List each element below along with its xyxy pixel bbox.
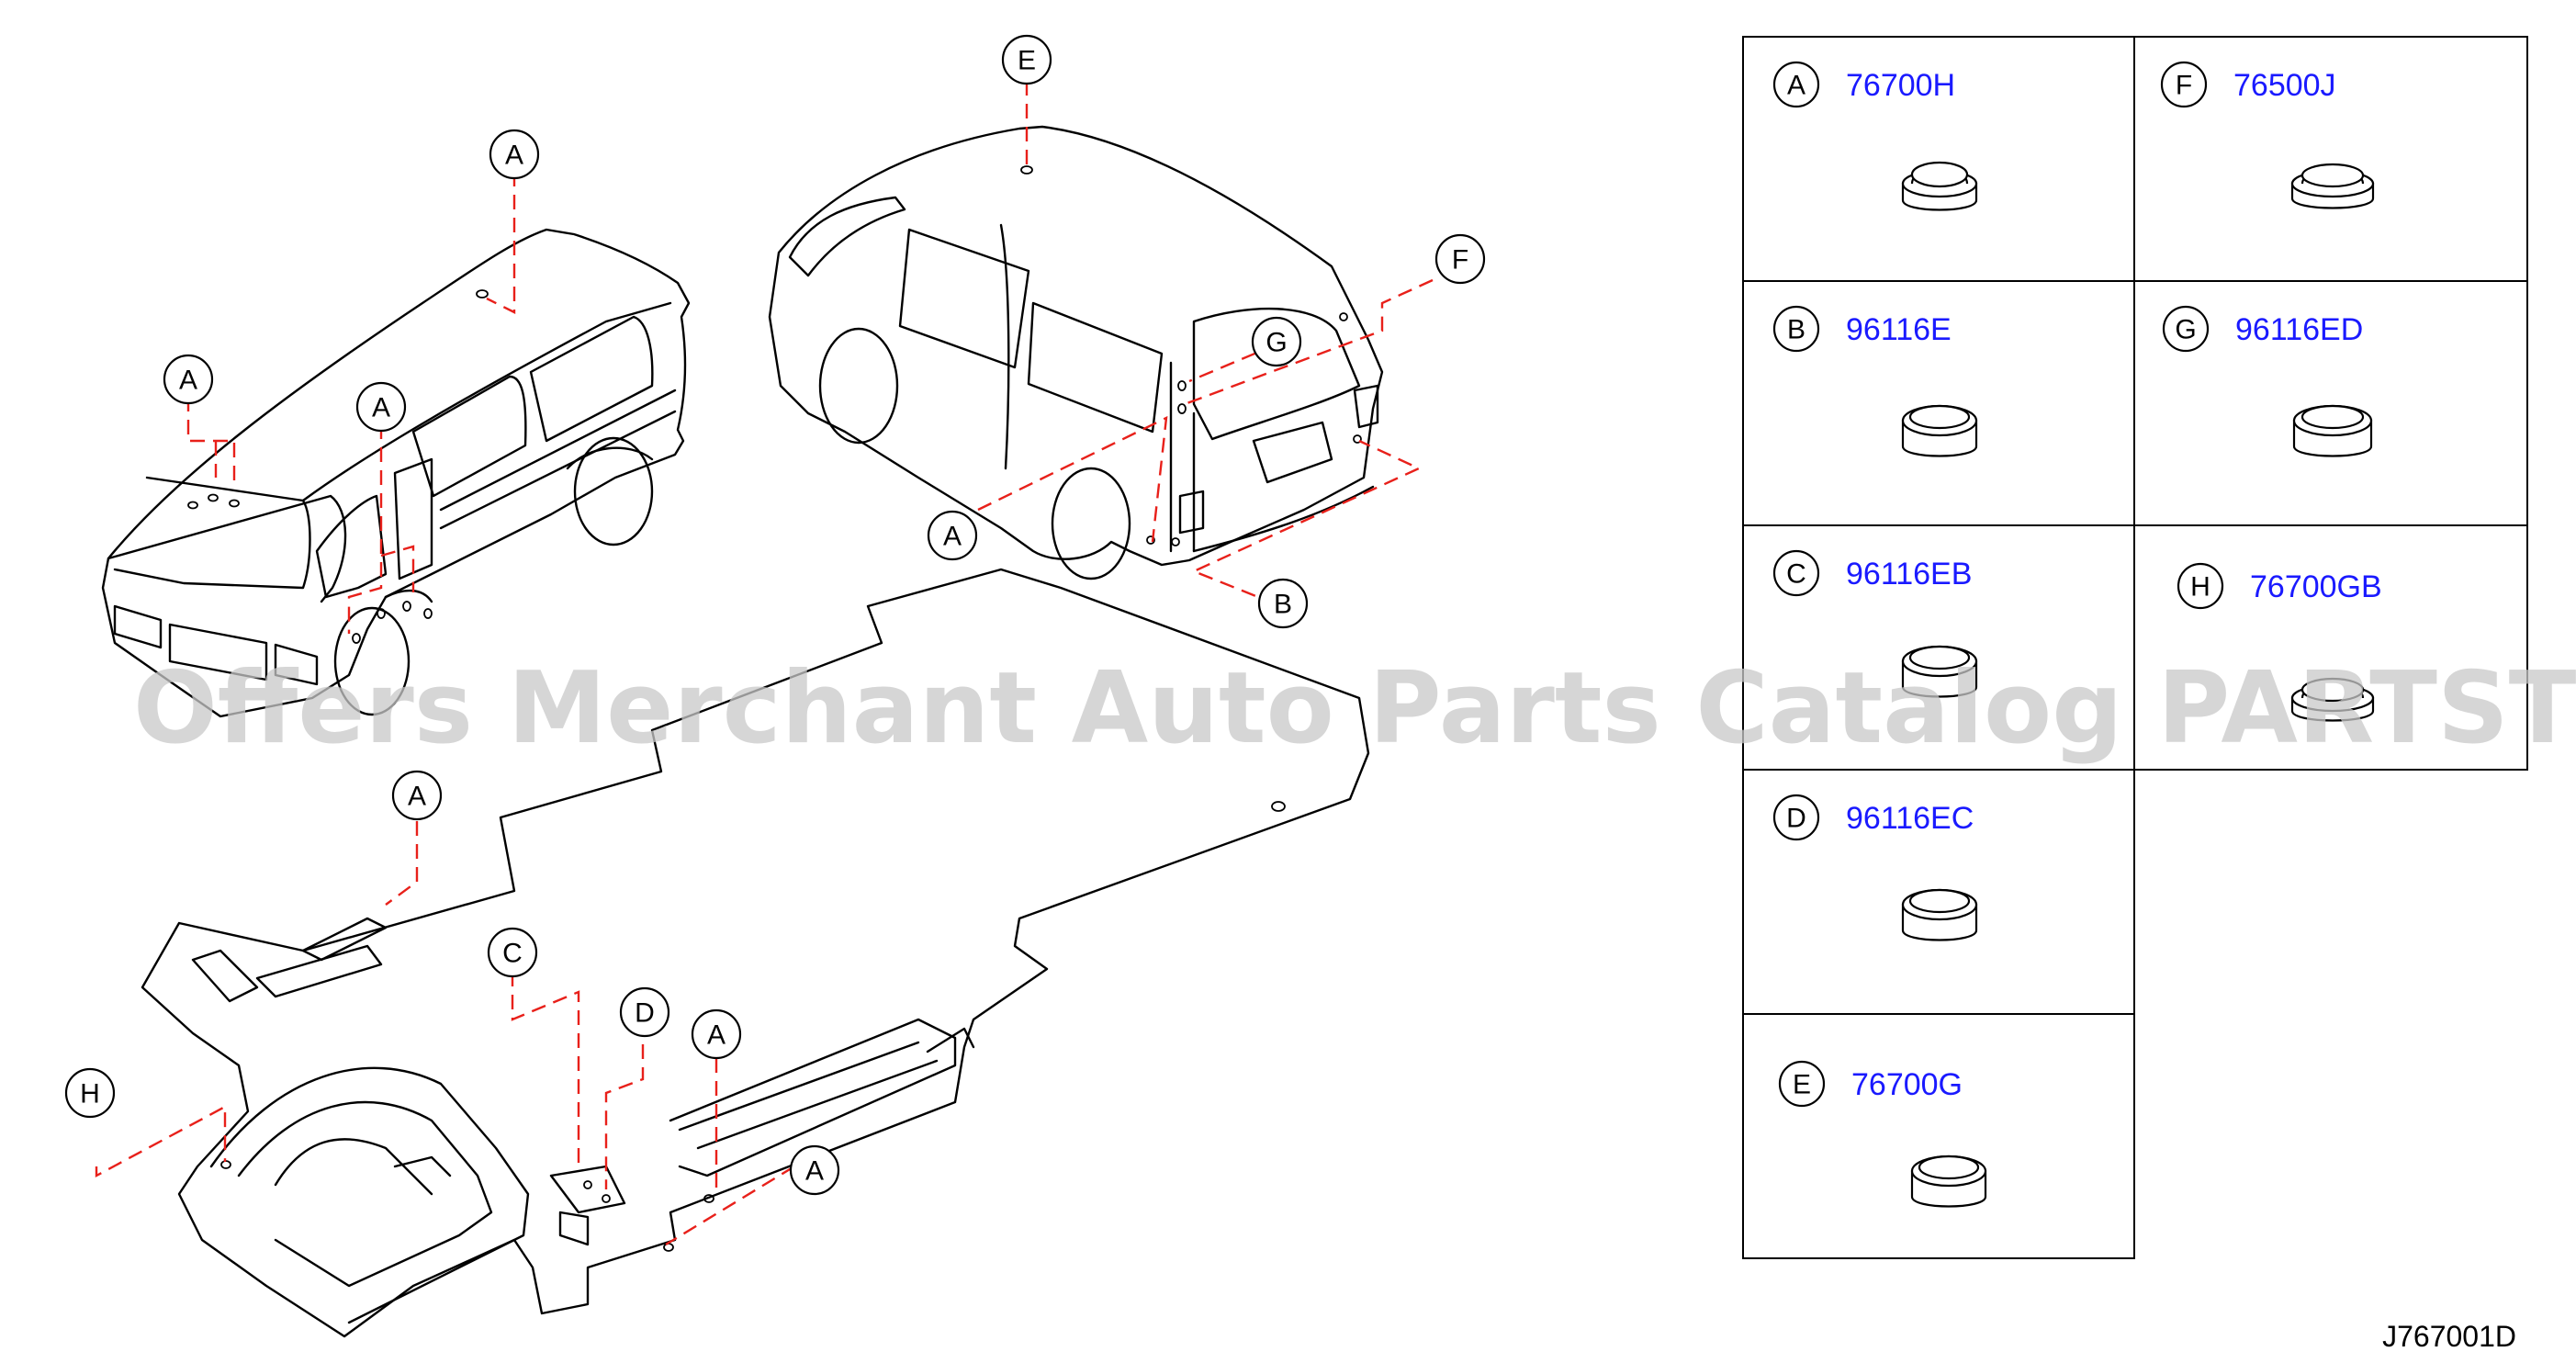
callout-a-floor-front: A	[391, 770, 443, 821]
callout-h: H	[64, 1067, 116, 1119]
part-letter-a: A	[1772, 61, 1820, 108]
plug-icon	[1901, 161, 1978, 211]
part-cell-d: D 96116EC	[1742, 769, 2135, 1015]
part-number-e: 76700G	[1851, 1067, 1963, 1102]
part-cell-a: A 76700H	[1742, 36, 2135, 282]
part-cell-f: F 76500J	[2133, 36, 2528, 282]
diagram-code: J767001D	[2382, 1320, 2516, 1353]
watermark-text: Offers Merchant Auto Parts Catalog PARTS…	[133, 651, 2576, 766]
parts-table: A 76700H F 76500J B 96116E G 9611	[1742, 36, 2528, 1259]
callout-a-floor-center: A	[691, 1008, 742, 1060]
svg-text:A: A	[707, 1020, 726, 1051]
svg-text:D: D	[635, 998, 655, 1029]
svg-text:A: A	[179, 366, 197, 396]
part-letter-f: F	[2160, 61, 2208, 108]
part-number-b: 96116E	[1846, 312, 1952, 347]
van-rear-view	[768, 125, 1384, 580]
svg-text:C: C	[502, 939, 523, 969]
plug-icon	[1901, 645, 1978, 698]
plug-icon	[2290, 677, 2375, 722]
callout-f: F	[1434, 233, 1486, 285]
svg-text:E: E	[1793, 1070, 1811, 1100]
callout-a-roof-rear-left: A	[163, 354, 214, 405]
callout-a-rear-lower: A	[927, 510, 978, 561]
svg-text:A: A	[805, 1156, 824, 1187]
part-letter-h: H	[2177, 562, 2224, 610]
svg-text:A: A	[372, 393, 390, 423]
plug-icon	[2292, 404, 2373, 457]
svg-text:F: F	[1452, 245, 1468, 276]
svg-text:E: E	[1018, 46, 1036, 76]
svg-text:B: B	[1274, 590, 1292, 620]
svg-text:G: G	[2175, 315, 2196, 345]
svg-text:H: H	[2190, 572, 2210, 603]
callout-a-floor-rail: A	[789, 1144, 840, 1196]
part-cell-h: H 76700GB	[2133, 524, 2528, 771]
part-number-f: 76500J	[2233, 68, 2336, 103]
part-cell-e: E 76700G	[1742, 1013, 2135, 1259]
plug-icon	[1901, 888, 1978, 941]
svg-text:B: B	[1787, 315, 1805, 345]
callout-b: B	[1257, 578, 1309, 629]
floor-panel	[141, 568, 1370, 1338]
callout-a-roof-front: A	[489, 129, 540, 180]
part-cell-b: B 96116E	[1742, 280, 2135, 526]
leader-lines	[95, 81, 1434, 1246]
svg-text:A: A	[1787, 71, 1805, 101]
plug-icon	[1910, 1155, 1987, 1208]
part-letter-g: G	[2162, 305, 2210, 353]
svg-text:A: A	[505, 141, 523, 171]
callout-d: D	[619, 986, 670, 1038]
svg-text:D: D	[1786, 804, 1806, 834]
callout-c: C	[487, 927, 538, 978]
svg-text:G: G	[1266, 328, 1287, 358]
svg-text:F: F	[2176, 71, 2192, 101]
van-front-view	[101, 228, 691, 718]
part-number-d: 96116EC	[1846, 801, 1974, 836]
part-letter-e: E	[1778, 1060, 1826, 1108]
part-letter-b: B	[1772, 305, 1820, 353]
part-number-h: 76700GB	[2250, 569, 2382, 604]
callout-e: E	[1001, 34, 1052, 85]
svg-text:A: A	[408, 782, 426, 812]
part-letter-d: D	[1772, 794, 1820, 841]
part-letter-c: C	[1772, 549, 1820, 597]
svg-text:H: H	[80, 1079, 100, 1110]
svg-text:C: C	[1786, 559, 1806, 590]
svg-text:A: A	[943, 522, 962, 552]
plug-icon	[2290, 163, 2375, 209]
part-number-g: 96116ED	[2235, 312, 2363, 347]
part-cell-g: G 96116ED	[2133, 280, 2528, 526]
callout-g: G	[1251, 316, 1302, 367]
callout-a-side: A	[355, 381, 407, 433]
part-number-c: 96116EB	[1846, 557, 1972, 591]
plug-icon	[1901, 404, 1978, 457]
part-number-a: 76700H	[1846, 68, 1955, 103]
